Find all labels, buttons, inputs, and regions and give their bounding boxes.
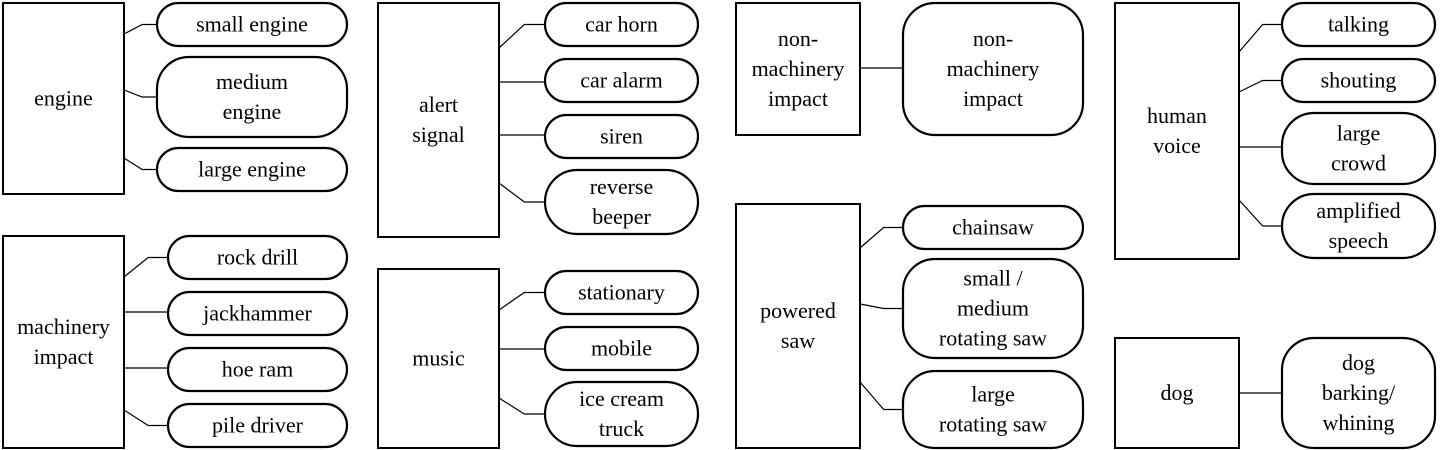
category-label-music: music: [412, 346, 465, 371]
category-box-powered-saw: [735, 203, 861, 449]
category-box-machinery-impact: [2, 235, 125, 449]
leaf-pill-pile-driver: [166, 402, 349, 449]
category-box-music: [377, 268, 500, 449]
leaf-pill-small-engine: [155, 1, 349, 48]
connector-large-engine: [123, 157, 157, 171]
leaf-pill-stationary: [543, 269, 700, 316]
leaf-pill-hoe-ram: [166, 346, 349, 393]
leaf-label-talking: talking: [1328, 12, 1389, 37]
leaf-label-mobile: mobile: [591, 336, 652, 361]
leaf-pill-jackhammer: [166, 290, 349, 337]
leaf-pill-non-machinery-impact-leaf: [901, 1, 1085, 137]
category-box-dog: [1114, 337, 1240, 449]
connector-medium-engine: [123, 89, 157, 98]
connector-small-engine: [123, 23, 157, 35]
category-label-engine: engine: [34, 86, 93, 111]
leaf-pill-ice-cream-truck: [543, 380, 700, 448]
leaf-pill-large-rotating-saw: [901, 369, 1085, 450]
connector-shouting: [1238, 79, 1282, 93]
connector-car-horn: [498, 23, 545, 49]
leaf-label-large-engine: large engine: [198, 157, 306, 182]
leaf-label-jackhammer: jackhammer: [202, 301, 312, 326]
leaf-label-stationary: stationary: [578, 280, 665, 305]
connector-ice-cream-truck: [498, 397, 545, 415]
leaf-label-car-horn: car horn: [585, 12, 658, 37]
leaf-pill-car-horn: [543, 1, 700, 48]
leaf-pill-medium-engine: [155, 55, 349, 139]
connector-small-medium-rotating-saw: [859, 303, 903, 310]
connector-pile-driver: [123, 409, 168, 427]
category-box-alert-signal: [377, 2, 500, 238]
leaf-pill-rock-drill: [166, 234, 349, 281]
leaf-pill-siren: [543, 113, 700, 160]
connector-reverse-beeper: [498, 182, 545, 203]
category-box-human-voice: [1114, 2, 1240, 260]
leaf-pill-amplified-speech: [1280, 192, 1437, 260]
connector-amplified-speech: [1238, 199, 1282, 227]
category-label-dog: dog: [1161, 380, 1194, 405]
leaf-pill-small-medium-rotating-saw: [901, 257, 1085, 360]
leaf-label-shouting: shouting: [1321, 68, 1397, 93]
leaf-pill-car-alarm: [543, 57, 700, 104]
leaf-label-chainsaw: chainsaw: [952, 215, 1034, 240]
category-box-engine: [2, 2, 125, 195]
leaf-pill-reverse-beeper: [543, 168, 700, 236]
leaf-pill-dog-barking-whining: [1280, 336, 1437, 450]
leaf-pill-chainsaw: [901, 204, 1085, 251]
connector-rock-drill: [123, 256, 168, 278]
leaf-label-small-engine: small engine: [196, 12, 308, 37]
leaf-label-hoe-ram: hoe ram: [222, 357, 293, 382]
leaf-label-rock-drill: rock drill: [217, 245, 298, 270]
leaf-pill-large-crowd: [1280, 111, 1437, 186]
leaf-pill-shouting: [1280, 57, 1437, 104]
connector-talking: [1238, 23, 1282, 53]
leaf-label-car-alarm: car alarm: [580, 68, 662, 93]
connector-chainsaw: [859, 226, 903, 249]
leaf-pill-large-engine: [155, 146, 349, 193]
leaf-label-pile-driver: pile driver: [212, 413, 304, 438]
connector-large-rotating-saw: [859, 381, 903, 411]
leaf-pill-mobile: [543, 325, 700, 372]
connector-stationary: [498, 291, 545, 311]
leaf-pill-talking: [1280, 1, 1437, 48]
category-box-non-machinery-impact: [735, 2, 861, 136]
leaf-label-siren: siren: [600, 124, 643, 149]
